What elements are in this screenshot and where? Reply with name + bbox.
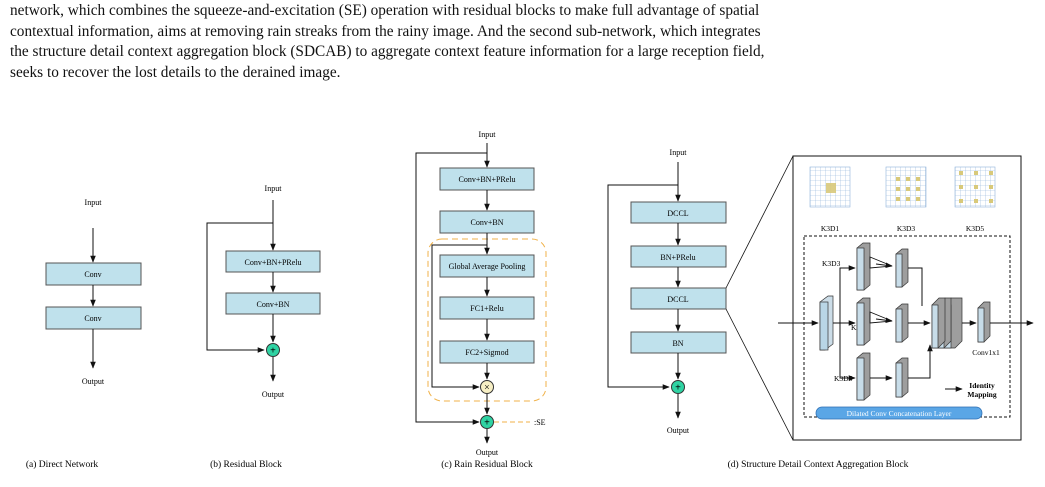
body-paragraph: network, which combines the squeeze-and-… — [10, 1, 1040, 83]
box-label: Global Average Pooling — [449, 262, 526, 271]
conv-label: Conv — [84, 314, 101, 323]
branch-label: K3D3 — [822, 259, 841, 268]
paragraph-line: network, which combines the squeeze-and-… — [10, 2, 760, 19]
output-label: Output — [262, 390, 285, 399]
box-label: Conv+BN+PRelu — [458, 175, 515, 184]
output-label: Output — [667, 426, 690, 435]
box-label: DCCL — [667, 295, 688, 304]
identity-label: Identity — [969, 381, 995, 390]
branch-label: K3D5 — [834, 374, 853, 383]
input-label: Input — [670, 148, 688, 157]
add-node — [480, 415, 494, 429]
input-label: Input — [265, 184, 283, 193]
input-label: Input — [479, 130, 497, 139]
box-label: Conv+BN+PRelu — [244, 258, 301, 267]
add-node — [266, 343, 280, 357]
box-label: Conv+BN — [257, 300, 290, 309]
layer-pill — [815, 406, 983, 420]
box-label: FC1+Relu — [470, 304, 503, 313]
kernel-k3d3: K3D3 — [885, 166, 927, 233]
box-label: DCCL — [667, 209, 688, 218]
kernel-label: K3D1 — [821, 224, 840, 233]
box-label: FC2+Sigmod — [465, 348, 508, 357]
output-label: Output — [82, 377, 105, 386]
add-symbol: + — [270, 346, 276, 357]
add-symbol: + — [484, 418, 490, 429]
mult-symbol: × — [484, 383, 490, 394]
caption-d: (d) Structure Detail Context Aggregation… — [728, 459, 909, 470]
panel-residual-block: Input Conv+BN+PRelu Conv+BN + Output (b)… — [206, 184, 321, 470]
panel-sdcab-detail: K3D1 K3D3 K3D5 — [778, 155, 1034, 441]
box-label: Conv+BN — [471, 218, 504, 227]
caption-c: (c) Rain Residual Block — [441, 459, 533, 470]
paragraph-line: the structure detail context aggregation… — [10, 43, 765, 60]
box-label: BN+PRelu — [660, 253, 695, 262]
paragraph-line: seeks to recover the lost details to the… — [10, 63, 341, 81]
layer-pill-label: Dilated Conv Concatenation Layer — [847, 409, 952, 418]
kernel-label: K3D5 — [966, 224, 985, 233]
se-legend-label: :SE — [534, 418, 546, 427]
panel-direct-network: Input Conv Conv Output (a) Direct Networ… — [26, 198, 142, 470]
branch-k3d1 — [856, 297, 931, 346]
conv-label: Conv — [84, 270, 101, 279]
add-symbol: + — [675, 383, 681, 394]
paragraph-line: contextual information, aims at removing… — [10, 22, 761, 40]
output-label: Output — [476, 448, 499, 457]
panel-sdcab-left: Input DCCL BN+PRelu DCCL BN + Output (d)… — [607, 148, 909, 470]
caption-a: (a) Direct Network — [26, 459, 99, 470]
mapping-label: Mapping — [967, 390, 996, 399]
caption-b: (b) Residual Block — [210, 459, 282, 470]
concat-stack — [931, 297, 963, 349]
box-label: BN — [672, 339, 683, 348]
kernel-label: K3D3 — [897, 224, 916, 233]
multiply-node — [480, 380, 494, 394]
branch-k3d5 — [856, 344, 933, 401]
add-node — [671, 380, 685, 394]
conv1x1-label: Conv1x1 — [972, 348, 1000, 357]
input-label: Input — [85, 198, 103, 207]
kernel-k3d1: K3D1 — [809, 166, 851, 233]
panel-rain-residual-block: Input Conv+BN+PRelu Conv+BN Global Avera… — [415, 130, 547, 470]
branch-k3d3 — [856, 242, 923, 306]
kernel-k3d5: K3D5 — [954, 166, 996, 233]
